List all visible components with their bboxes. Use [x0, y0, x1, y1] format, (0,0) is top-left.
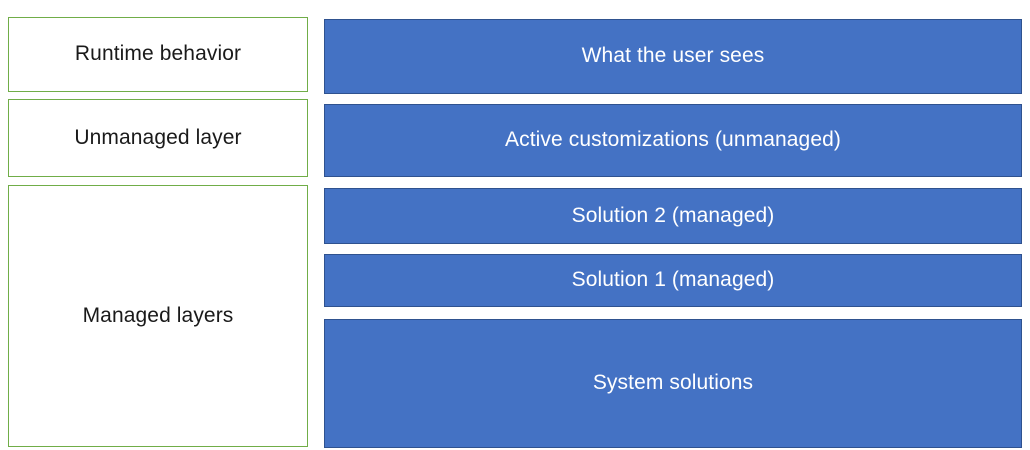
layer-label-solution-1-managed: Solution 1 (managed) [571, 268, 775, 292]
layer-label-solution-2-managed: Solution 2 (managed) [571, 203, 775, 227]
layer-box-system-solutions: System solutions [324, 319, 1022, 448]
category-label-managed-layers: Managed layers [82, 303, 234, 327]
category-label-runtime-behavior: Runtime behavior [74, 42, 242, 66]
category-box-managed-layers: Managed layers [8, 185, 308, 447]
layer-label-what-the-user-sees: What the user sees [581, 44, 765, 68]
layer-box-active-customizations: Active customizations (unmanaged) [324, 104, 1022, 177]
layer-box-solution-2-managed: Solution 2 (managed) [324, 188, 1022, 244]
category-box-runtime-behavior: Runtime behavior [8, 17, 308, 92]
layer-box-what-the-user-sees: What the user sees [324, 19, 1022, 94]
layer-label-system-solutions: System solutions [592, 371, 754, 395]
category-box-unmanaged-layer: Unmanaged layer [8, 99, 308, 177]
category-label-unmanaged-layer: Unmanaged layer [74, 125, 242, 149]
layer-label-active-customizations: Active customizations (unmanaged) [505, 128, 841, 152]
layer-box-solution-1-managed: Solution 1 (managed) [324, 254, 1022, 307]
